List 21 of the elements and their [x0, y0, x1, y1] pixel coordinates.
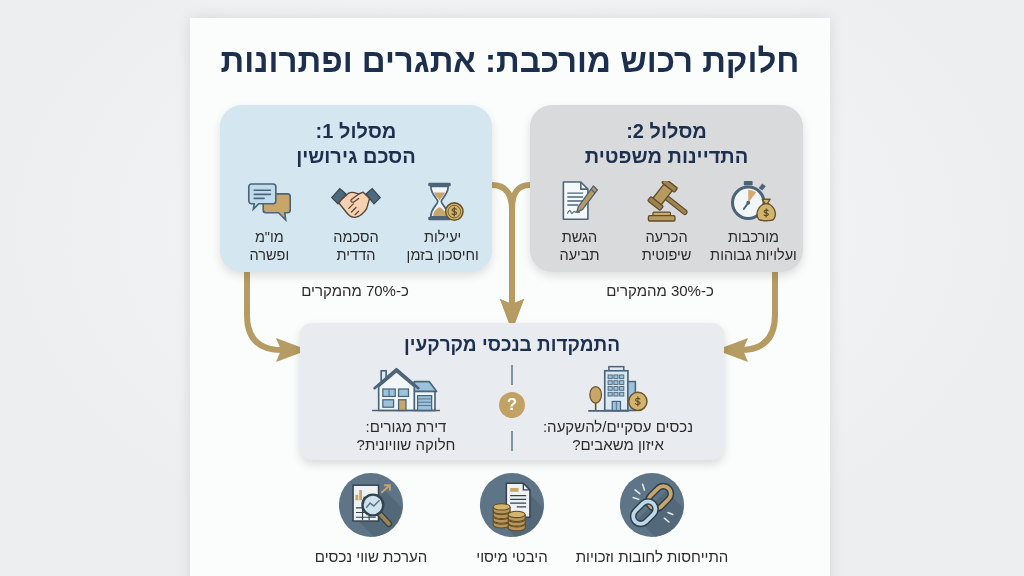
percentage-caption: כ-30% מהמקרים	[606, 280, 714, 300]
topic-label: התייחסות לחובות וזכויות	[575, 546, 729, 566]
route-panel	[220, 105, 492, 272]
topic-label: הערכת שווי נכסים	[314, 546, 428, 566]
item-label: מורכבות ועלויות גבוהות	[710, 228, 797, 264]
page-title: חלוקת רכוש מורכבת: אתגרים ופתרונות	[219, 41, 801, 81]
percentage-caption: כ-70% מהמקרים	[301, 280, 409, 300]
item-label: מו"מ ופשרה	[249, 228, 290, 264]
question-mark-circle: ?	[499, 392, 525, 418]
item-label: דירת מגורים: חלוקה שוויונית?	[356, 418, 456, 454]
panel-heading: מסלול 1: הסכם גירושין	[296, 119, 416, 169]
focus-panel	[300, 323, 724, 460]
item-label: נכסים עסקיים/להשקעה: איזון משאבים?	[542, 418, 694, 454]
item-label: יעילות וחיסכון בזמן	[406, 228, 479, 264]
item-label: הגשת תביעה	[559, 228, 600, 264]
route-panel	[530, 105, 803, 272]
topic-label: היבטי מיסוי	[476, 546, 548, 566]
item-label: הסכמה הדדית	[333, 228, 379, 264]
section-heading: התמקדות בנכסי מקרקעין	[404, 333, 620, 357]
panel-heading: מסלול 2: התדיינות משפטית	[584, 119, 749, 169]
item-label: הכרעה שיפוטית	[641, 228, 692, 264]
